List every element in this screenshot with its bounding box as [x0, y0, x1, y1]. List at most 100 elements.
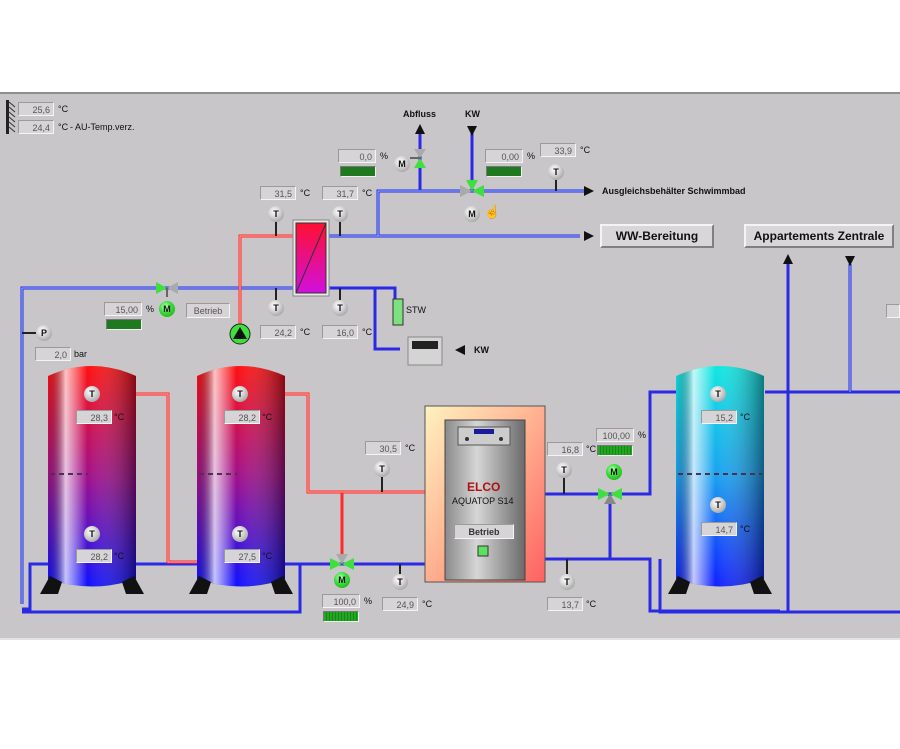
cold-pipes-highlight	[21, 190, 851, 604]
water-meter-icon	[407, 336, 443, 366]
kw-meter-label: KW	[474, 345, 489, 355]
kw-arrow-icon	[455, 345, 465, 355]
hp-hot-supply-temp: 30,5	[365, 441, 401, 455]
valve-kw-position: 0,00	[485, 149, 523, 163]
pool-arrow-icon	[584, 186, 594, 196]
tank-3-bottom-unit: °C	[740, 524, 751, 534]
valve-hot-mixing-icon[interactable]	[330, 554, 354, 570]
hx-cold-in-temp: 16,0	[322, 325, 358, 339]
loading-valve-motor[interactable]: M	[159, 301, 175, 317]
sensor-stems	[22, 179, 568, 574]
tank-3-top-unit: °C	[740, 412, 751, 422]
valve-kw-unit: %	[527, 151, 536, 161]
loading-valve-unit: %	[146, 304, 155, 314]
tank-1-bottom-sensor[interactable]: T	[84, 526, 100, 542]
hot-mixing-valve-motor[interactable]: M	[334, 572, 350, 588]
tank-3-bottom-sensor[interactable]: T	[710, 497, 726, 513]
appartements-zentrale-button[interactable]: Appartements Zentrale	[744, 224, 894, 248]
hp-cold-return-sensor[interactable]: T	[559, 574, 575, 590]
hot-mixing-valve-bar	[323, 611, 359, 622]
tank-3-bottom-temp: 14,7	[701, 522, 737, 536]
stw-icon	[392, 298, 404, 326]
valve-cold-mixing-icon[interactable]	[598, 488, 622, 504]
app-return-arrow-icon	[783, 254, 793, 264]
hx-cold-out-temp: 31,7	[322, 186, 358, 200]
pool-temp-sensor[interactable]: T	[548, 164, 564, 180]
tank-3[interactable]	[668, 366, 772, 594]
hx-hot-out-unit: °C	[300, 327, 311, 337]
tank-2-top-sensor[interactable]: T	[232, 386, 248, 402]
circulation-pump-icon[interactable]	[229, 323, 251, 345]
tank-2[interactable]	[189, 366, 293, 594]
hand-cursor-icon: ☝	[484, 204, 501, 219]
tank-3-top-sensor[interactable]: T	[710, 386, 726, 402]
valve-kw-mixing-icon[interactable]	[460, 180, 484, 197]
hx-hot-in-sensor[interactable]: T	[268, 206, 284, 222]
tank-2-bottom-unit: °C	[262, 551, 273, 561]
hx-hot-in-unit: °C	[300, 188, 311, 198]
hx-cold-out-sensor[interactable]: T	[332, 206, 348, 222]
heat-exchanger[interactable]	[292, 219, 330, 297]
hp-cold-supply-sensor[interactable]: T	[556, 462, 572, 478]
outdoor-temp-1-value: 25,6	[18, 102, 54, 116]
cold-mixing-valve-unit: %	[638, 430, 647, 440]
tank-1-bottom-unit: °C	[114, 551, 125, 561]
pressure-unit: bar	[74, 349, 88, 359]
hx-cold-in-sensor[interactable]: T	[332, 300, 348, 316]
hot-pipes-highlight	[135, 235, 425, 563]
hvac-scheme-panel: 25,6 °C 24,4 °C - AU-Temp.verz. Abfluss …	[0, 92, 900, 640]
valve-abfluss-icon[interactable]	[410, 149, 426, 168]
kw-top-label: KW	[465, 109, 480, 119]
abfluss-arrow-icon	[415, 124, 425, 134]
valve-loading-icon[interactable]	[156, 282, 178, 297]
hp-cold-return-unit: °C	[586, 599, 597, 609]
hp-hot-return-sensor[interactable]: T	[392, 574, 408, 590]
valve-abfluss-bar	[340, 166, 376, 177]
heat-pump-status-led	[477, 545, 489, 557]
cold-mixing-valve-motor[interactable]: M	[606, 464, 622, 480]
pipe-diagram	[6, 100, 900, 614]
outdoor-sensor-icon	[6, 100, 16, 134]
heat-pump-model: AQUATOP S14	[452, 496, 514, 506]
tank-2-top-unit: °C	[262, 412, 273, 422]
tank-1-top-temp: 28,3	[76, 410, 112, 424]
ww-bereitung-button[interactable]: WW-Bereitung	[600, 224, 714, 248]
abfluss-label: Abfluss	[403, 109, 437, 119]
hp-cold-return-temp: 13,7	[547, 597, 583, 611]
tank-1-top-unit: °C	[114, 412, 125, 422]
valve-kw-motor[interactable]: M	[464, 206, 480, 222]
tank-1-bottom-temp: 28,2	[76, 549, 112, 563]
tank-2-top-temp: 28,2	[224, 410, 260, 424]
tank-3-top-temp: 15,2	[701, 410, 737, 424]
pool-label: Ausgleichsbehälter Schwimmbad	[602, 186, 746, 196]
loading-valve-bar	[106, 319, 142, 330]
ww-arrow-icon	[584, 231, 594, 241]
pressure-sensor[interactable]: P	[36, 325, 52, 341]
app-supply-arrow-icon	[845, 256, 855, 266]
hp-cold-supply-temp: 16,8	[547, 442, 583, 456]
heat-pump[interactable]	[424, 405, 546, 583]
loading-pump-status: Betrieb	[186, 303, 230, 318]
tank-2-bottom-sensor[interactable]: T	[232, 526, 248, 542]
outdoor-temp-2-label: - AU-Temp.verz.	[70, 122, 135, 132]
hx-hot-in-temp: 31,5	[260, 186, 296, 200]
hx-cold-out-unit: °C	[362, 188, 373, 198]
tank-2-bottom-temp: 27,5	[224, 549, 260, 563]
stw-label: STW	[406, 305, 426, 315]
hp-hot-return-unit: °C	[422, 599, 433, 609]
hot-mixing-valve-unit: %	[364, 596, 373, 606]
hx-hot-out-sensor[interactable]: T	[268, 300, 284, 316]
tank-1[interactable]	[40, 366, 144, 594]
flow-arrows	[415, 124, 855, 355]
valve-abfluss-position: 0,0	[338, 149, 376, 163]
pressure-value: 2,0	[35, 347, 71, 361]
hp-hot-return-temp: 24,9	[382, 597, 418, 611]
hp-hot-supply-sensor[interactable]: T	[374, 461, 390, 477]
cold-mixing-valve-position: 100,00	[596, 428, 634, 442]
hx-cold-in-unit: °C	[362, 327, 373, 337]
valve-abfluss-motor[interactable]: M	[394, 156, 410, 172]
hp-hot-supply-unit: °C	[405, 443, 416, 453]
loading-valve-position: 15,00	[104, 302, 142, 316]
valve-kw-bar	[486, 166, 522, 177]
tank-1-top-sensor[interactable]: T	[84, 386, 100, 402]
